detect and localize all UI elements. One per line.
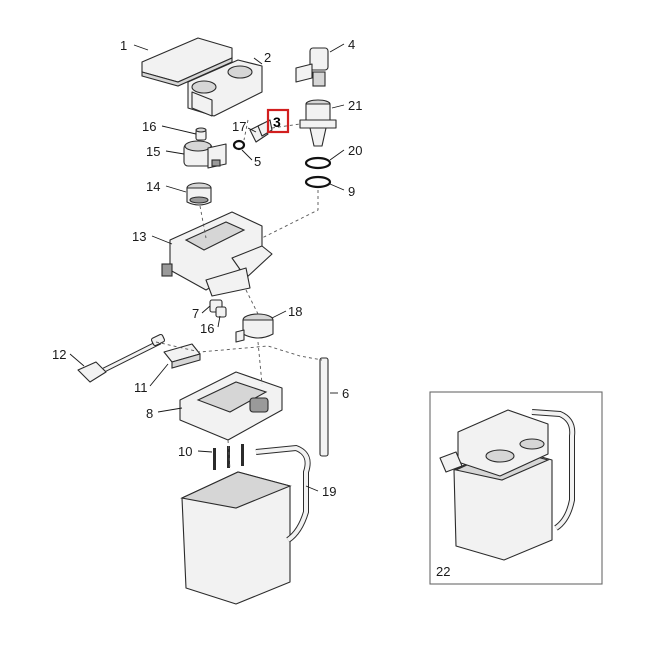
label-part-7: 7 (192, 306, 199, 321)
label-part-11: 11 (134, 380, 148, 395)
label-part-17: 17 (232, 119, 246, 134)
label-part-12: 12 (52, 347, 66, 362)
part-11-bracket (163, 343, 201, 369)
label-part-6: 6 (342, 386, 349, 401)
part-10-screws (213, 444, 244, 470)
label-part-5: 5 (254, 154, 261, 169)
inset-assembled-view (429, 391, 603, 585)
part-4-spout-top (295, 47, 329, 87)
label-part-21: 21 (348, 98, 362, 113)
label-part-9: 9 (348, 184, 355, 199)
assembly-guide-lines (155, 119, 323, 471)
part-5-oring (232, 139, 246, 151)
part-20-oring (304, 156, 332, 170)
highlight-box-part-3 (266, 108, 290, 134)
label-part-18: 18 (288, 304, 302, 319)
part-21-spout-body (299, 99, 337, 147)
label-part-10: 10 (178, 444, 192, 459)
part-16-top-connector (195, 127, 207, 141)
part-2-top-housing (187, 59, 263, 117)
label-part-14: 14 (146, 179, 160, 194)
part-1-lid (141, 37, 233, 87)
label-part-13: 13 (132, 229, 146, 244)
part-14-impeller (186, 182, 212, 206)
label-part-1: 1 (120, 38, 127, 53)
label-part-16-bottom: 16 (200, 321, 214, 336)
label-part-2: 2 (264, 50, 271, 65)
part-16-bottom-connector (215, 306, 227, 318)
part-15-valve-block (183, 140, 227, 169)
label-part-8: 8 (146, 406, 153, 421)
part-12-cable (77, 333, 166, 383)
part-13-upper-tray (161, 211, 273, 297)
part-19-canister (180, 444, 311, 605)
label-part-16-top: 16 (142, 119, 156, 134)
leader-lines (69, 43, 345, 492)
label-part-3: 3 (273, 114, 281, 130)
part-9-oring (304, 175, 332, 189)
label-part-4: 4 (348, 37, 355, 52)
label-part-19: 19 (322, 484, 336, 499)
part-18-pump (235, 313, 274, 343)
label-part-15: 15 (146, 144, 160, 159)
part-number-labels: 1 2 3 4 5 6 7 8 9 10 11 12 13 14 15 16 1… (52, 37, 450, 579)
label-part-22: 22 (436, 564, 450, 579)
part-6-tube (319, 357, 329, 457)
part-8-base-frame (179, 371, 283, 441)
label-part-20: 20 (348, 143, 362, 158)
